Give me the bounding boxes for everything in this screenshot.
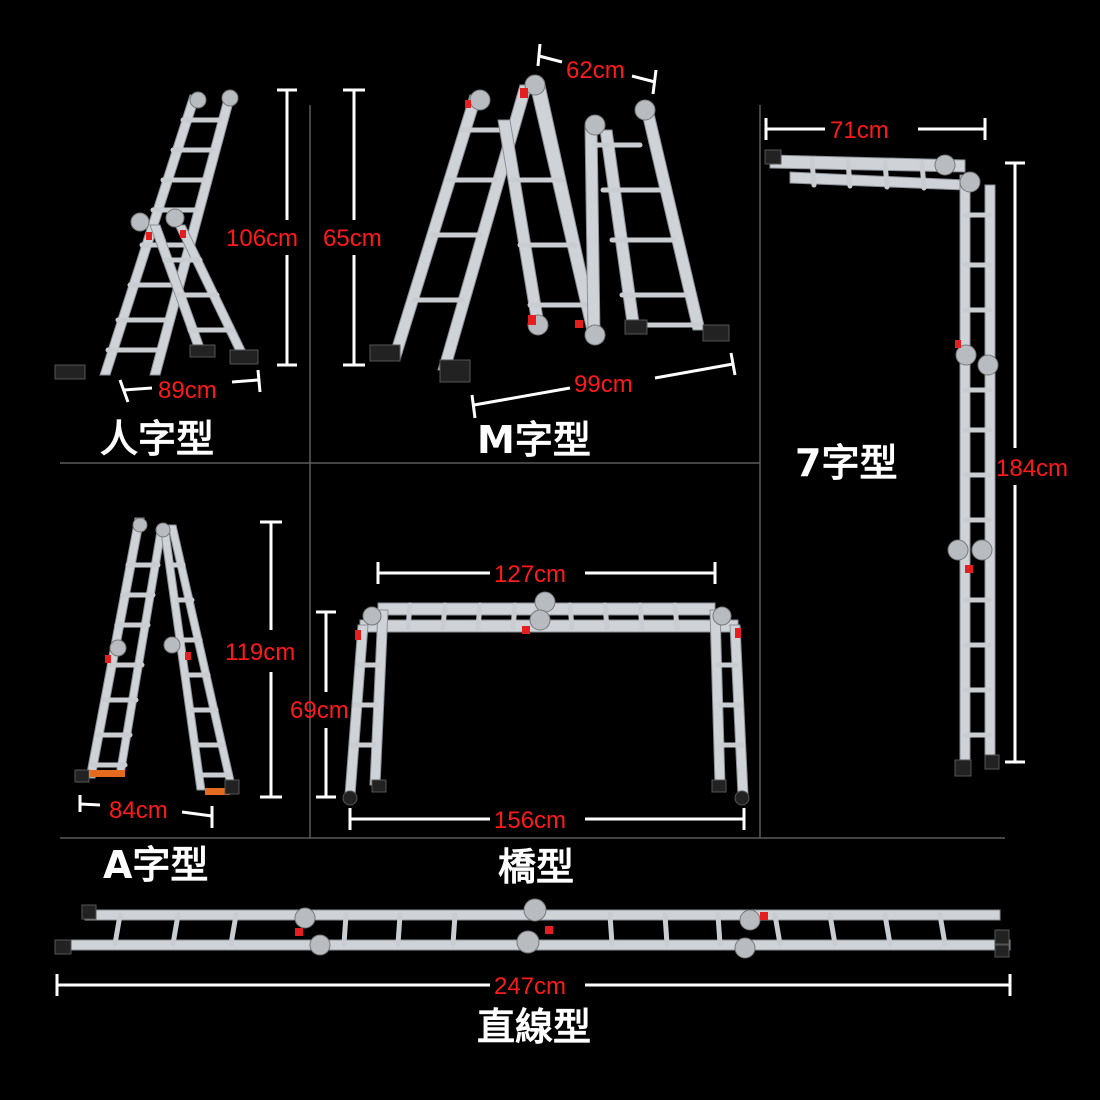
ladder-jin-shape xyxy=(54,89,259,380)
dim-label-bridge-top: 127cm xyxy=(494,561,566,588)
dimension-jin-height xyxy=(277,88,297,367)
dimension-bridge-top xyxy=(376,562,717,584)
form-label-m: M字型 xyxy=(477,418,591,462)
dim-label-a-height: 119cm xyxy=(225,639,295,666)
dimension-a-height xyxy=(260,520,282,799)
dim-label-jin-width: 89cm xyxy=(158,377,217,404)
dim-label-m-width: 99cm xyxy=(574,371,633,398)
dimension-jin-width xyxy=(118,369,262,403)
dimension-m-height xyxy=(343,88,365,367)
dim-label-bridge-bottom: 156cm xyxy=(494,807,566,834)
ladder-a-shape xyxy=(74,517,240,795)
dimension-straight-length xyxy=(55,974,1012,996)
dimension-a-width xyxy=(78,795,214,828)
form-label-a: A字型 xyxy=(103,843,208,887)
form-label-bridge: 橋型 xyxy=(498,845,574,889)
form-label-seven: 7字型 xyxy=(795,441,897,485)
ladder-m-shape xyxy=(369,74,730,383)
ladder-straight-shape xyxy=(54,898,1011,959)
dim-label-straight-length: 247cm xyxy=(494,973,566,1000)
dim-label-jin-height: 106cm xyxy=(226,225,298,252)
dimension-seven-width xyxy=(764,118,987,140)
dim-label-m-height: 65cm xyxy=(323,225,382,252)
dimension-m-top xyxy=(536,43,658,95)
dimension-bridge-height xyxy=(316,610,336,799)
dim-label-m-top: 62cm xyxy=(566,57,625,84)
dim-label-seven-width: 71cm xyxy=(830,117,889,144)
ladder-seven-shape xyxy=(764,149,1000,777)
dim-label-bridge-height: 69cm xyxy=(290,697,349,724)
dim-label-seven-height: 184cm xyxy=(996,455,1068,482)
dimension-m-width xyxy=(470,352,737,419)
ladder-bridge-shape xyxy=(342,591,750,806)
dimension-bridge-bottom xyxy=(348,808,746,830)
dimension-seven-height xyxy=(1005,161,1025,764)
form-label-straight: 直線型 xyxy=(477,1005,591,1049)
dim-label-a-width: 84cm xyxy=(109,797,168,824)
form-label-jin: 人字型 xyxy=(100,417,214,461)
